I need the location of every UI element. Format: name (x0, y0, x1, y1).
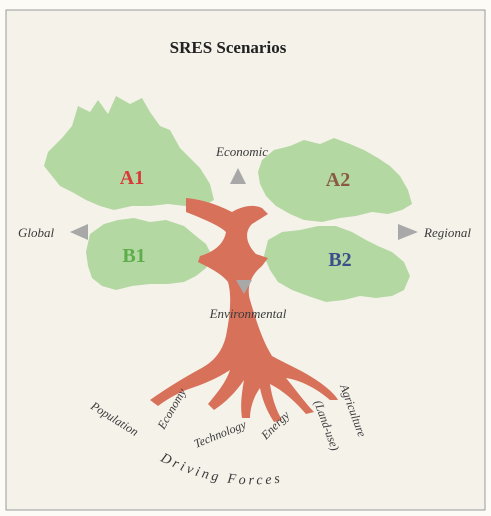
scenario-label-a1: A1 (120, 167, 144, 189)
environmental-arrow-icon (236, 280, 252, 294)
scenario-label-a2: A2 (326, 169, 350, 191)
foliage-b1 (86, 218, 212, 290)
regional-arrow-icon (398, 224, 418, 240)
axis-label-economic: Economic (215, 144, 268, 159)
economic-arrow-icon (230, 168, 246, 184)
foliage-a2 (258, 138, 412, 222)
foliage-b2 (264, 226, 410, 302)
diagram-title: SRES Scenarios (170, 38, 287, 57)
foliage-a1 (44, 96, 214, 210)
axis-label-regional: Regional (423, 225, 471, 240)
scenario-label-b1: B1 (122, 245, 145, 267)
axis-label-environmental: Environmental (209, 306, 287, 321)
axis-label-global: Global (18, 225, 55, 240)
scenario-label-b2: B2 (328, 249, 351, 271)
tree-trunk (150, 198, 338, 422)
global-arrow-icon (70, 224, 88, 240)
